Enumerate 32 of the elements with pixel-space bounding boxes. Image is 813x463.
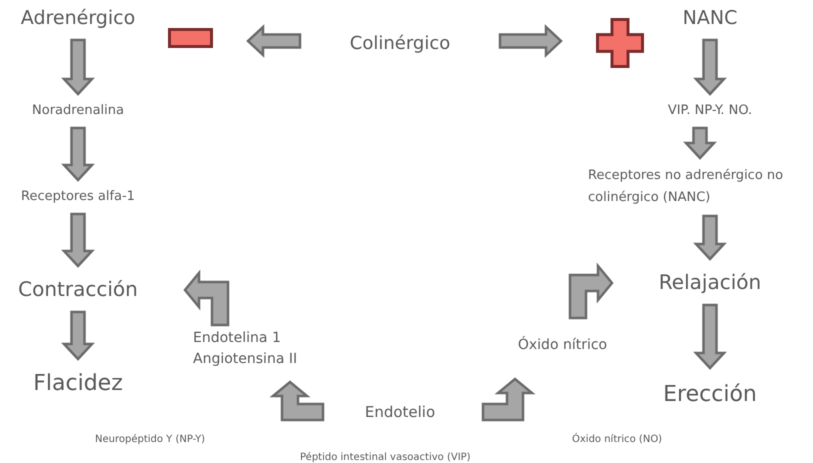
note-text: Péptido intestinal vasoactivo (VIP) <box>300 451 471 463</box>
node-label: Noradrenalina <box>13 100 143 122</box>
node-label: Endotelina 1 <box>193 329 281 348</box>
node-label: Receptores no adrenérgico no colinérgico (NANC) <box>588 164 812 210</box>
block-arrow <box>246 24 302 58</box>
node-label: Flacidez <box>18 365 138 401</box>
block-arrow <box>270 380 324 422</box>
node-label: Erección <box>650 374 770 414</box>
block-arrow <box>183 270 230 326</box>
block-arrow <box>693 214 727 261</box>
note-text: Neuropéptido Y (NP-Y) <box>95 433 206 447</box>
note-text: Óxido nítrico (NO) <box>572 432 662 447</box>
node-label: Colinérgico <box>330 28 470 58</box>
node-label: Óxido nítrico <box>505 333 620 357</box>
node-label: Endotelio <box>355 400 445 424</box>
block-arrow <box>568 262 614 320</box>
block-arrow <box>683 126 717 160</box>
block-arrow <box>482 377 536 422</box>
block-arrow <box>61 310 95 361</box>
node-label: Receptores alfa-1 <box>3 186 153 208</box>
block-arrow <box>61 38 95 96</box>
node-label: Relajación <box>640 265 780 299</box>
node-label: Contracción <box>3 272 153 306</box>
node-label: Angiotensina II <box>193 350 298 369</box>
block-arrow <box>61 126 95 182</box>
block-arrow <box>61 212 95 268</box>
block-arrow <box>693 38 727 96</box>
node-label: Adrenérgico <box>3 2 153 34</box>
block-arrow <box>693 304 727 370</box>
node-label: NANC <box>660 2 760 34</box>
block-arrow <box>498 24 563 58</box>
node-label: VIP. NP-Y. NO. <box>630 100 790 122</box>
